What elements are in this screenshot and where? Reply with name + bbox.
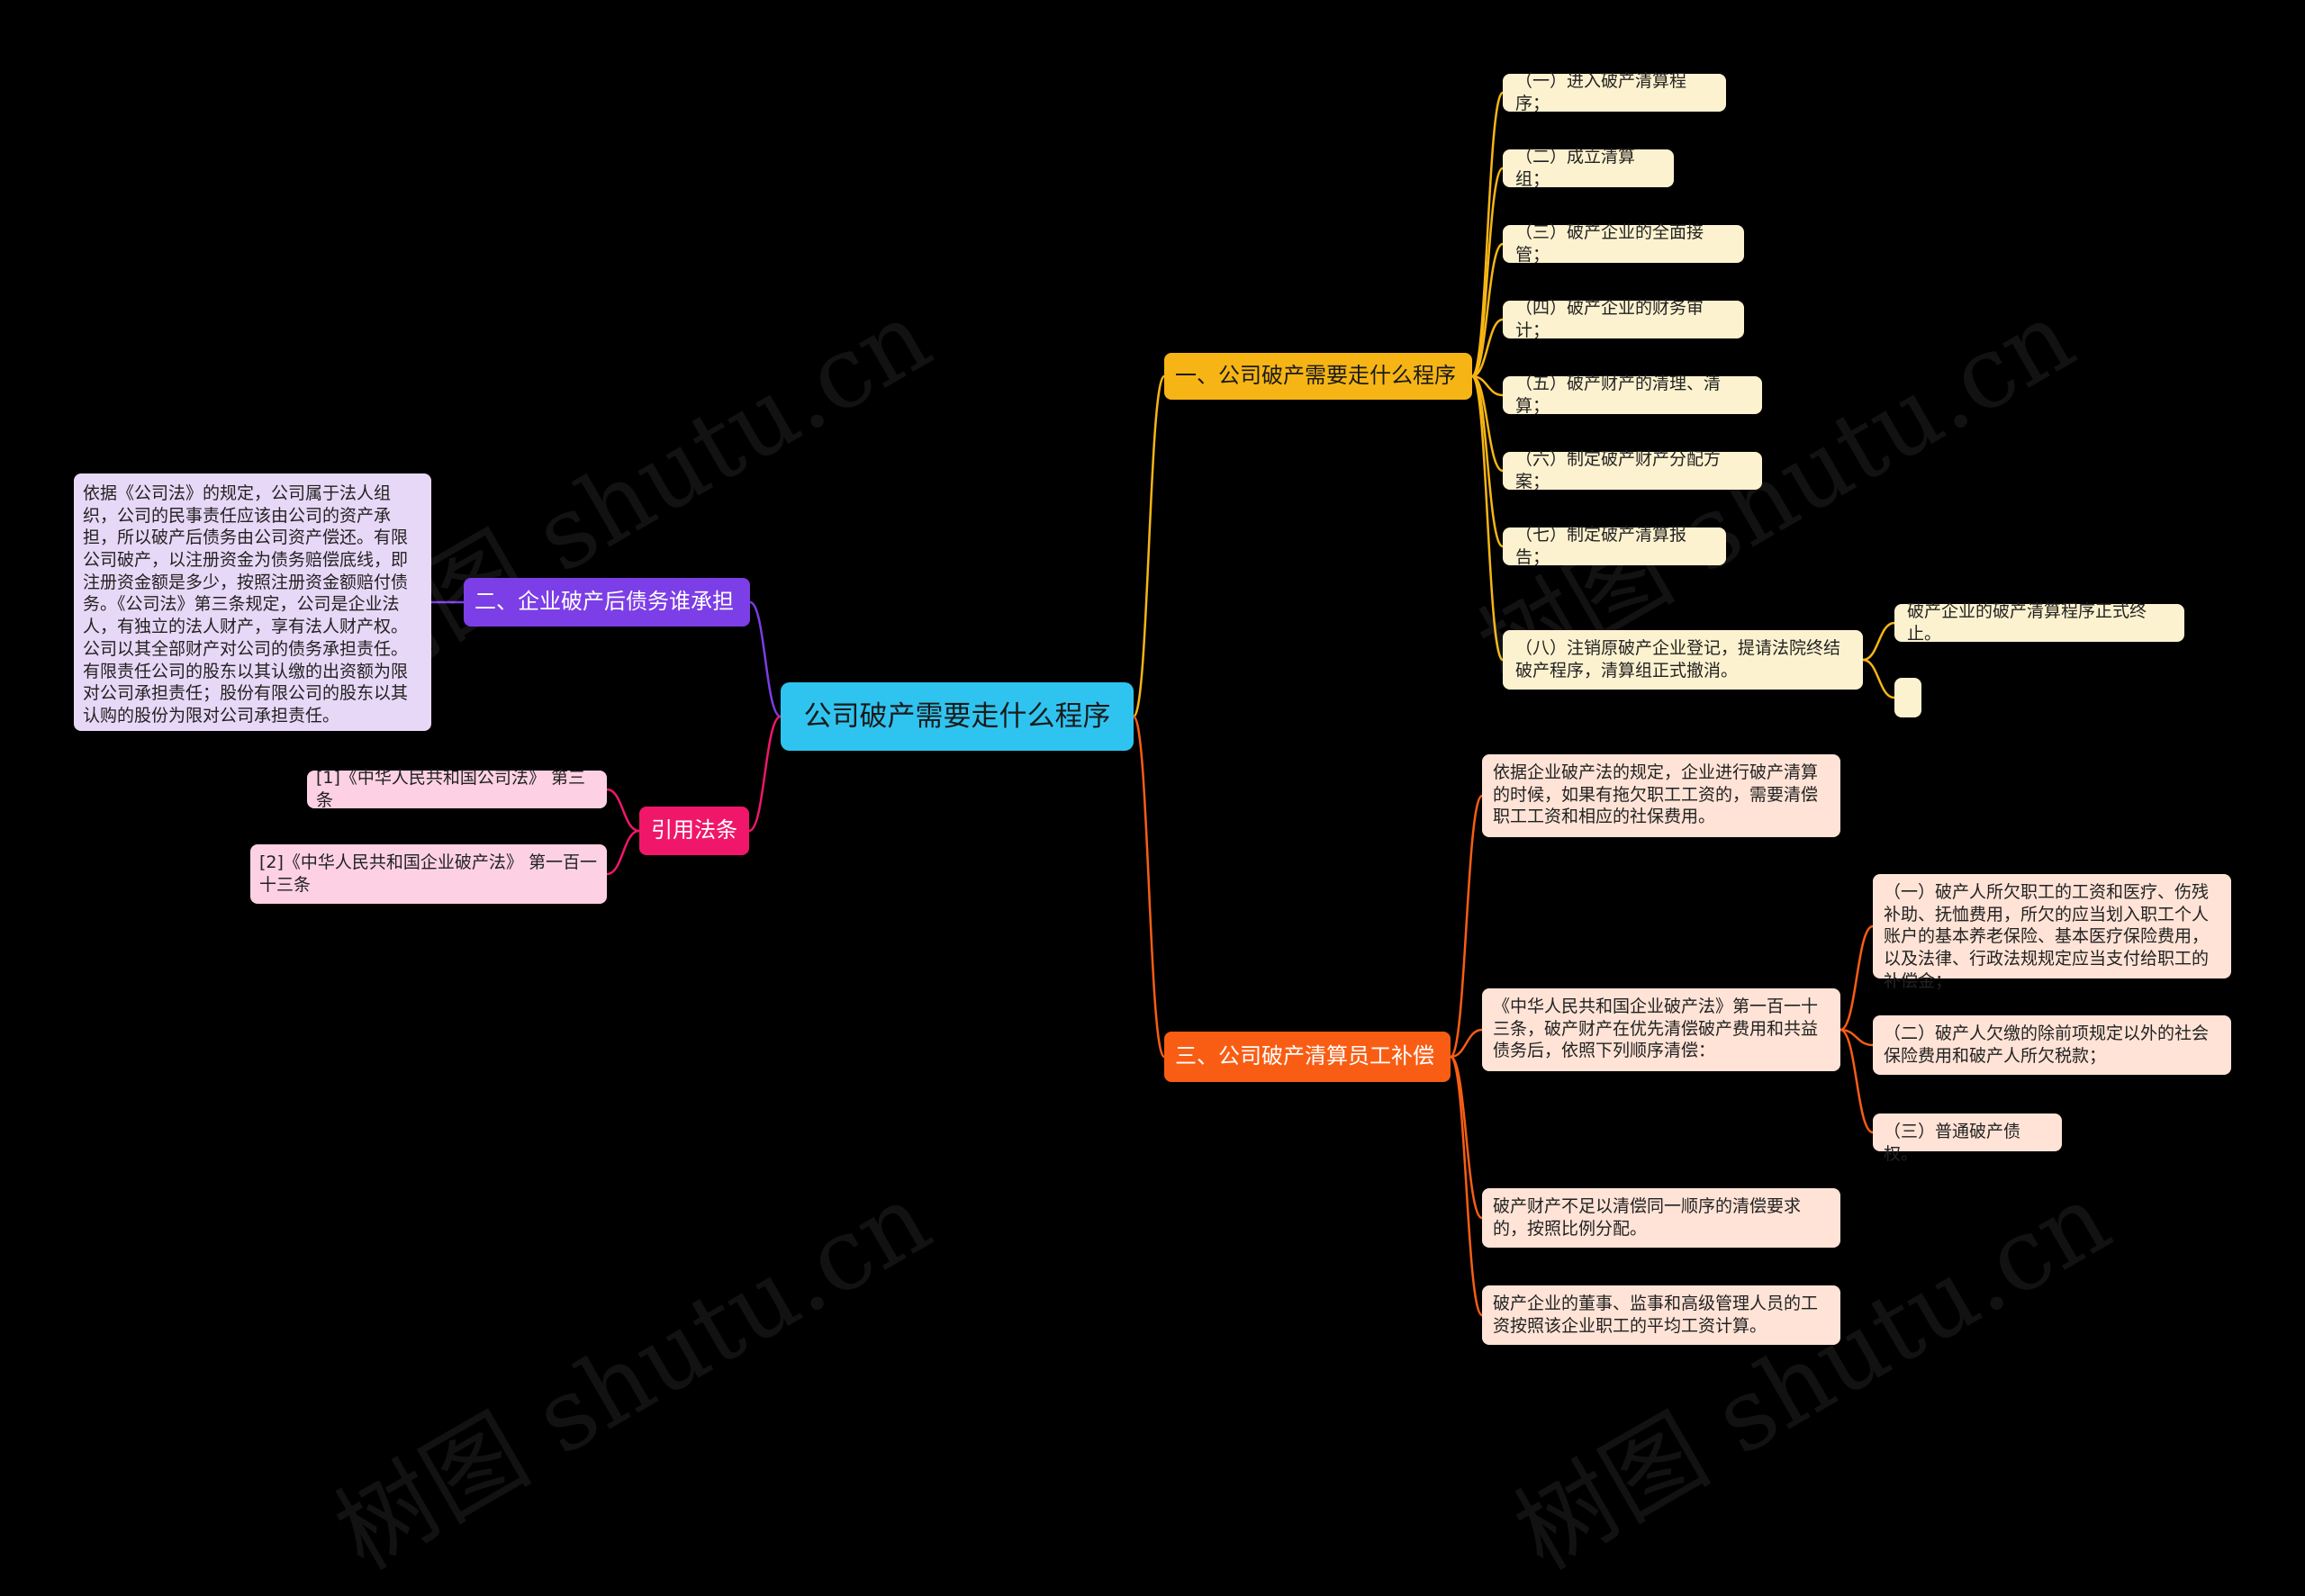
connector-procedure-step-1 [1470,91,1505,378]
connector-branch-procedure [1132,374,1166,718]
procedure-step-2[interactable]: （二）成立清算组； [1503,147,1674,189]
connector-empty-note [1862,658,1895,699]
compensation-rule-2[interactable]: 《中华人民共和国企业破产法》第一百一十三条，破产财产在优先清偿破产费用和共益债务… [1482,988,1840,1071]
branch-debt-liability[interactable]: 二、企业破产后债务谁承担 [464,578,750,627]
connector-procedure-step-2 [1470,167,1505,378]
compensation-rule-3[interactable]: 破产财产不足以清偿同一顺序的清偿要求的，按照比例分配。 [1482,1188,1840,1248]
connector-branch-debt-liability [749,600,782,718]
procedure-step-8[interactable]: （八）注销原破产企业登记，提请法院终结破产程序，清算组正式撤消。 [1503,630,1863,690]
connector-repayment-order-1 [1839,924,1874,1032]
connector-branch-employee-compensation [1132,715,1166,1059]
procedure-step-6[interactable]: （六）制定破产财产分配方案； [1503,449,1762,491]
repayment-order-1[interactable]: （一）破产人所欠职工的工资和医疗、伤残补助、抚恤费用，所欠的应当划入职工个人账户… [1873,874,2231,991]
debt-liability-detail[interactable]: 依据《公司法》的规定，公司属于法人组织，公司的民事责任应该由公司的资产承担，所以… [74,473,431,731]
connector-compensation-rule-1 [1449,794,1484,1059]
connector-cited-law-2 [606,829,640,876]
connector-procedure-step-3 [1471,242,1504,378]
procedure-step-4[interactable]: （四）破产企业的财务审计； [1503,298,1744,340]
connector-procedure-step-8 [1470,374,1505,662]
repayment-order-2[interactable]: （二）破产人欠缴的除前项规定以外的社会保险费用和破产人所欠税款； [1873,1015,2231,1075]
repayment-order-3[interactable]: （三）普通破产债权。 [1873,1114,2062,1164]
procedure-end-note[interactable]: 破产企业的破产清算程序正式终止。 [1894,601,2184,644]
connector-branch-cited-laws [748,715,782,833]
connector-cited-law-1 [606,788,640,833]
procedure-step-7[interactable]: （七）制定破产清算报告； [1503,525,1726,567]
compensation-rule-4[interactable]: 破产企业的董事、监事和高级管理人员的工资按照该企业职工的平均工资计算。 [1482,1285,1840,1345]
branch-employee-compensation[interactable]: 三、公司破产清算员工补偿 [1164,1032,1451,1082]
procedure-step-5[interactable]: （五）破产财产的清理、清算； [1503,374,1762,416]
procedure-step-3[interactable]: （三）破产企业的全面接管； [1503,222,1744,265]
root-topic[interactable]: 公司破产需要走什么程序 [781,682,1134,751]
connector-procedure-end-note [1862,621,1895,662]
connector-procedure-step-4 [1471,318,1504,378]
connector-compensation-rule-4 [1449,1055,1484,1317]
cited-law-2[interactable]: [2]《中华人民共和国企业破产法》 第一百一十三条 [250,844,607,904]
connector-procedure-step-7 [1470,374,1505,548]
branch-procedure[interactable]: 一、公司破产需要走什么程序 [1164,353,1472,400]
connector-lines [431,91,1895,1317]
connector-repayment-order-3 [1839,1028,1874,1134]
compensation-rule-1[interactable]: 依据企业破产法的规定，企业进行破产清算的时候，如果有拖欠职工工资的，需要清偿职工… [1482,754,1840,837]
connector-compensation-rule-2 [1450,1028,1483,1059]
mind-map-canvas: 树图 shutu.cn 树图 shutu.cn 树图 shutu.cn 树图 s… [74,71,2231,1591]
cited-law-1[interactable]: [1]《中华人民共和国公司法》 第三条 [307,768,607,810]
procedure-step-1[interactable]: （一）进入破产清算程序； [1503,71,1726,113]
empty-note[interactable] [1894,678,1921,717]
branch-cited-laws[interactable]: 引用法条 [639,807,749,855]
